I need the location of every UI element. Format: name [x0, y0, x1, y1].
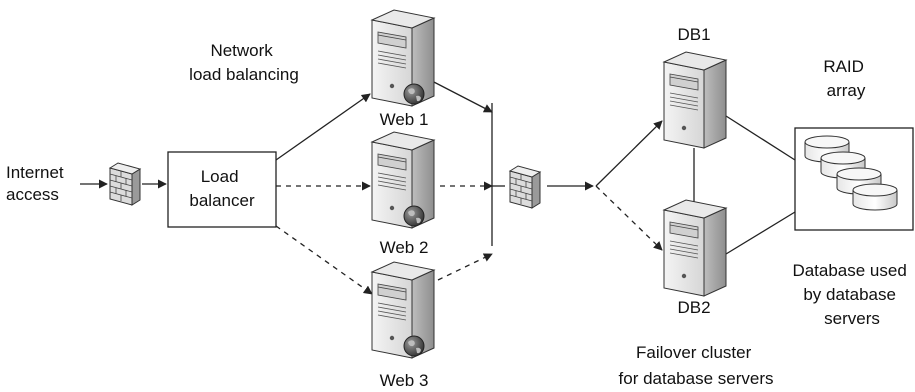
link-db1-to-raid: [725, 115, 796, 161]
internet-access-label: Internet access: [6, 163, 68, 204]
raid-array-label: RAID array: [823, 57, 868, 100]
arrow-split-to-db1: [595, 120, 663, 187]
globe-icon: [403, 83, 425, 105]
server-tower-icon: [371, 131, 435, 229]
web-server-2: Web 2: [371, 131, 435, 257]
arrow-web3-to-collector: [437, 253, 493, 281]
load-balancer-label: Load balancer: [189, 167, 255, 210]
web2-label: Web 2: [380, 238, 429, 257]
server-tower-icon: [371, 9, 435, 107]
web-server-1: Web 1: [371, 9, 435, 129]
failover-cluster-label: Failover cluster for database servers: [619, 343, 774, 388]
arrow-split-to-db2: [595, 185, 663, 251]
arrow-web1-to-collector: [429, 79, 493, 113]
database-used-label: Database used by database servers: [792, 261, 911, 328]
db1-label: DB1: [677, 25, 710, 44]
arrow-lb-to-web3: [275, 225, 373, 295]
web1-label: Web 1: [380, 110, 429, 129]
db1-server-icon: [663, 51, 727, 149]
db2-label: DB2: [677, 298, 710, 317]
network-load-balancing-label: Network load balancing: [189, 41, 299, 84]
server-tower-icon: [371, 261, 435, 359]
web-server-3: Web 3: [371, 261, 435, 390]
web3-label: Web 3: [380, 371, 429, 390]
raid-array: [794, 127, 914, 231]
link-db2-to-raid: [725, 211, 796, 255]
arrow-lb-to-web1: [275, 93, 371, 161]
disk-platter-icon: [852, 183, 898, 211]
firewall-icon: [109, 162, 141, 206]
connections: [80, 79, 796, 295]
globe-icon: [403, 205, 425, 227]
globe-icon: [403, 335, 425, 357]
db2-server-icon: [663, 199, 727, 297]
load-balancer-box: [167, 151, 277, 228]
firewall-icon: [509, 165, 541, 209]
